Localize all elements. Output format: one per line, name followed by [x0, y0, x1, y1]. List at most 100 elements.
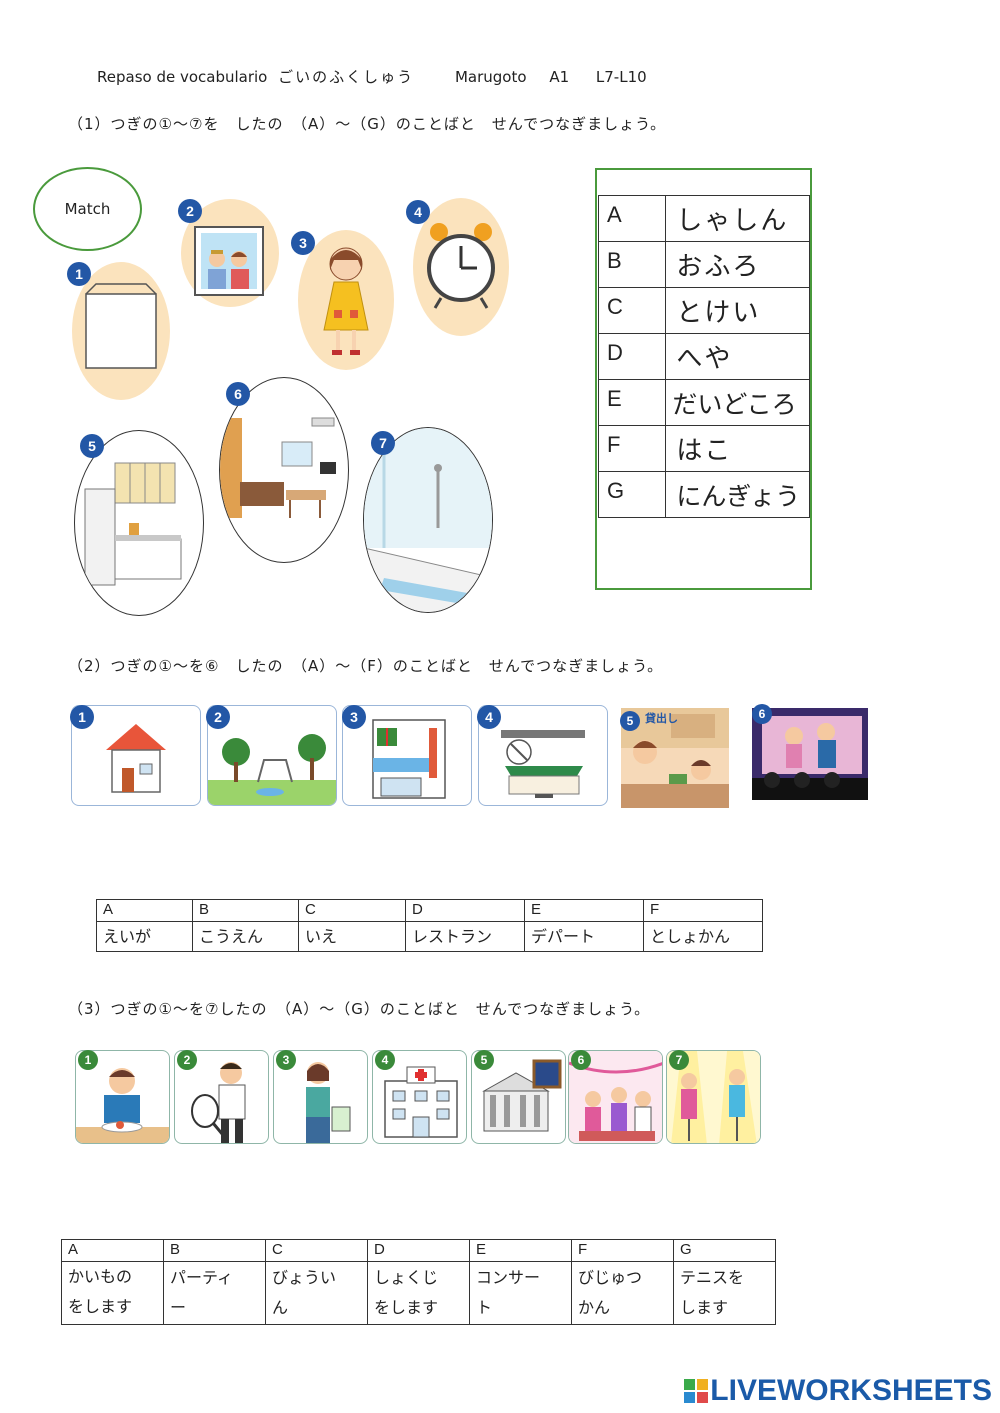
- option-word: びじゅつかん: [571, 1261, 674, 1325]
- badge-s3-7: 7: [669, 1050, 689, 1070]
- house-icon: [106, 724, 166, 793]
- match-label: Match: [64, 200, 111, 218]
- picture-4-clock: [413, 198, 509, 336]
- header-lessons: L7-L10: [595, 68, 647, 86]
- header-title-es: Repaso de vocabulario: [97, 68, 268, 86]
- table-row: えいが こうえん いえ レストラン デパート としょかん: [96, 921, 763, 952]
- badge-s3-4: 4: [375, 1050, 395, 1070]
- kitchen-icon: [84, 462, 182, 586]
- option-key: D: [597, 333, 667, 380]
- badge-5: 5: [80, 434, 104, 458]
- option-word: レストラン: [405, 921, 525, 952]
- option-word: おふろ: [665, 241, 810, 288]
- picture-3-doll: [298, 230, 394, 370]
- department-store-icon: [372, 719, 446, 799]
- option-key: B: [597, 241, 667, 288]
- option-key: D: [405, 899, 525, 922]
- option-word-line1: コンサー: [476, 1268, 541, 1287]
- library-icon: [621, 708, 729, 808]
- option-key: E: [469, 1239, 572, 1262]
- badge-4: 4: [406, 200, 430, 224]
- section1-instruction: （1）つぎの①～⑦を したの （A）～（G）のことばと せんでつなぎましょう。: [68, 115, 667, 133]
- badge-s3-5: 5: [474, 1050, 494, 1070]
- option-word-line2: をします: [68, 1297, 133, 1316]
- option-key: B: [192, 899, 299, 922]
- badge-1: 1: [67, 262, 91, 286]
- badge-2: 2: [178, 199, 202, 223]
- option-word-line2: ト: [476, 1298, 493, 1317]
- option-word: びょういん: [265, 1261, 368, 1325]
- badge-s2-3: 3: [342, 705, 366, 729]
- section3-word-table: A B C D E F G かいものをします パーティー びょういん しょくじを…: [61, 1239, 776, 1325]
- option-key: C: [298, 899, 406, 922]
- bathroom-icon: [364, 428, 492, 612]
- liveworksheets-logo: LIVEWORKSHEETS: [684, 1374, 992, 1408]
- eating-icon: [76, 1068, 169, 1143]
- hospital-icon: [384, 1066, 458, 1138]
- option-key: G: [673, 1239, 776, 1262]
- option-key: B: [163, 1239, 266, 1262]
- park-icon: [208, 734, 336, 805]
- room-icon: [220, 417, 336, 518]
- restaurant-icon: [501, 730, 585, 798]
- picture-2-photo: [181, 199, 279, 307]
- badge-s2-4: 4: [477, 705, 501, 729]
- option-word: とけい: [665, 287, 810, 334]
- option-word-line2: ん: [272, 1298, 289, 1317]
- match-oval: Match: [33, 167, 142, 251]
- option-word-line1: びじゅつ: [578, 1268, 643, 1287]
- option-key: D: [367, 1239, 470, 1262]
- option-word-line2: ー: [170, 1298, 187, 1317]
- option-word: デパート: [524, 921, 644, 952]
- option-word-line1: テニスを: [680, 1268, 745, 1287]
- badge-s2-5: 5: [620, 711, 640, 731]
- option-word: しゃしん: [665, 195, 810, 242]
- table-row: A B C D E F: [96, 899, 763, 922]
- option-word: としょかん: [643, 921, 763, 952]
- option-word: こうえん: [192, 921, 299, 952]
- table-row: かいものをします パーティー びょういん しょくじをします コンサート びじゅつ…: [61, 1261, 776, 1325]
- library-sign-text: 貸出し: [645, 712, 678, 725]
- section2-word-table: A B C D E F えいが こうえん いえ レストラン デパート としょかん: [96, 899, 763, 952]
- table-row: A B C D E F G: [61, 1239, 776, 1262]
- picture-6-room: [219, 377, 349, 563]
- worksheet-header: Repaso de vocabulario ごいのふくしゅう Marugoto …: [97, 66, 647, 87]
- option-key: A: [96, 899, 193, 922]
- option-word: だいどころ: [665, 379, 810, 426]
- tennis-icon: [191, 1062, 246, 1143]
- option-word: コンサート: [469, 1261, 572, 1325]
- option-word: パーティー: [163, 1261, 266, 1325]
- picture-s3-1-eating: [75, 1050, 170, 1144]
- header-title-jp: ごいのふくしゅう: [278, 68, 415, 86]
- option-key: F: [643, 899, 763, 922]
- picture-s3-2-tennis: [174, 1050, 269, 1144]
- section3-instruction: （3）つぎの①～を⑦したの （A）～（G）のことばと せんでつなぎましょう。: [68, 1000, 651, 1018]
- option-key: C: [597, 287, 667, 334]
- photo-icon: [194, 226, 264, 296]
- option-word-line1: パーティ: [170, 1268, 234, 1287]
- option-word-line1: しょくじ: [374, 1268, 439, 1287]
- picture-s2-6-movie: [752, 708, 868, 800]
- doll-icon: [323, 247, 369, 355]
- option-key: G: [597, 471, 667, 518]
- movie-icon: [752, 716, 868, 800]
- option-word-line2: かん: [578, 1298, 611, 1317]
- header-course: Marugoto: [454, 68, 527, 86]
- badge-s2-2: 2: [206, 705, 230, 729]
- picture-s2-5-library: 貸出し: [621, 708, 729, 808]
- option-key: F: [597, 425, 667, 472]
- box-icon: [85, 283, 157, 369]
- picture-s3-5-museum: [471, 1050, 566, 1144]
- option-word: にんぎょう: [665, 471, 810, 518]
- option-key: A: [597, 195, 667, 242]
- option-key: E: [524, 899, 644, 922]
- clock-icon: [427, 223, 495, 309]
- option-word: しょくじをします: [367, 1261, 470, 1325]
- option-word: いえ: [298, 921, 406, 952]
